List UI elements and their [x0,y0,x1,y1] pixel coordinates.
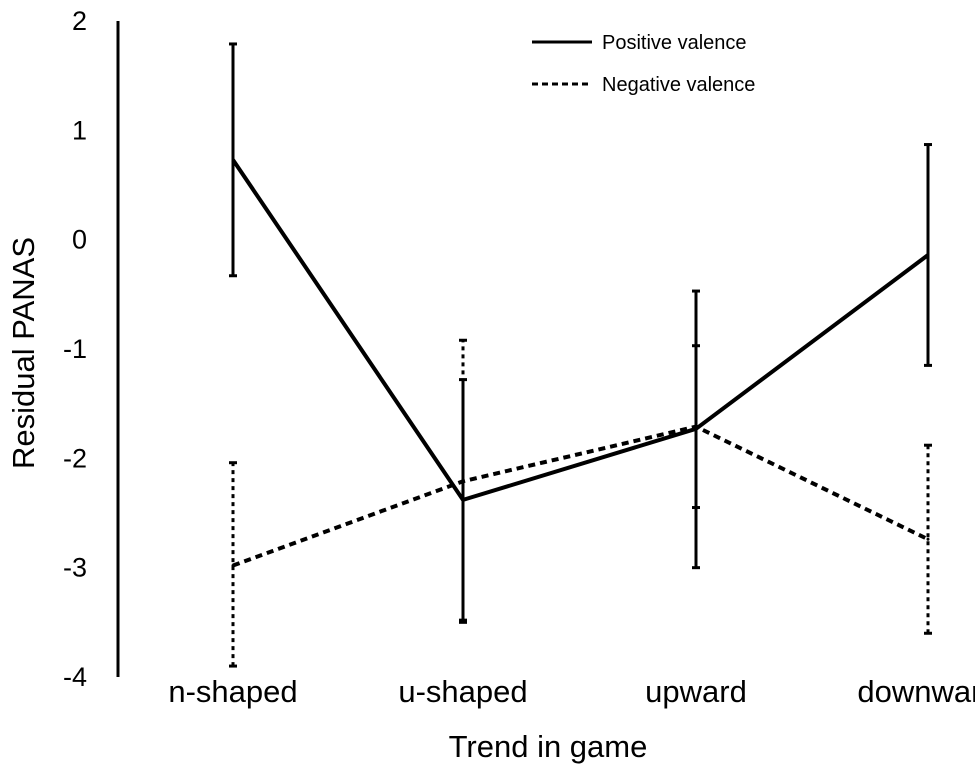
data-point [926,253,930,257]
data-point [231,158,235,162]
y-tick-label: -2 [63,443,87,473]
y-tick-label: -3 [63,553,87,583]
series-layer [229,42,932,668]
y-tick-label: -1 [63,334,87,364]
data-point [461,479,465,483]
y-axis-title: Residual PANAS [6,237,41,469]
data-point [694,425,698,429]
legend-label: Negative valence [602,74,755,96]
series-positive-valence [229,42,932,622]
data-point [231,563,235,567]
data-point [926,537,930,541]
series-negative-valence [229,338,932,668]
legend-label: Positive valence [602,32,747,54]
series-line [232,424,929,568]
x-tick-label: u-shaped [398,674,527,709]
y-axis: 2 1 0 -1 -2 -3 -4 [63,6,120,692]
x-axis-title: Trend in game [449,729,648,764]
x-tick-label: downward [857,674,975,709]
x-tick-label: upward [645,674,747,709]
x-axis: n-shaped u-shaped upward downward [168,674,975,709]
y-tick-label: 1 [72,115,87,145]
x-tick-label: n-shaped [168,674,297,709]
y-tick-label: 0 [72,225,87,255]
y-tick-label: 2 [72,6,87,36]
y-tick-label: -4 [63,662,87,692]
series-line [231,158,930,502]
